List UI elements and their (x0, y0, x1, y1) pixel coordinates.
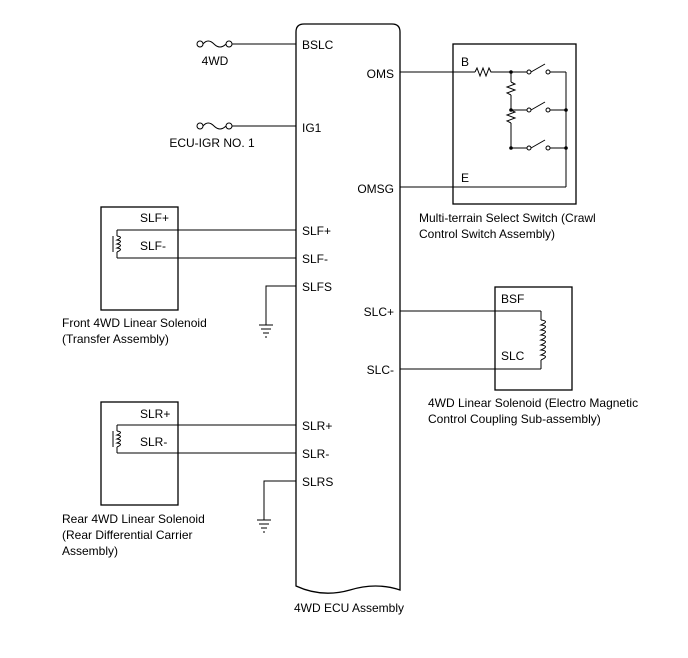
fuse-ecu-igr (196, 122, 296, 130)
select-switch-caption-2: Control Switch Assembly) (419, 227, 555, 241)
rear-solenoid-caption-1: Rear 4WD Linear Solenoid (62, 512, 205, 526)
ecu-pin-slr-minus: SLR- (302, 447, 329, 461)
front-solenoid-caption-2: (Transfer Assembly) (62, 332, 169, 346)
select-switch-circuit-icon (474, 63, 568, 187)
ecu-pin-slrs: SLRS (302, 475, 333, 489)
ecu-pin-slfs: SLFS (302, 280, 332, 294)
coupling-solenoid-caption-1: 4WD Linear Solenoid (Electro Magnetic (428, 396, 638, 410)
front-solenoid-terminal-minus: SLF- (140, 239, 166, 253)
ecu-pin-slc-minus: SLC- (367, 363, 394, 377)
rear-solenoid-terminal-plus: SLR+ (140, 407, 170, 421)
select-switch-terminal-e: E (461, 171, 469, 185)
select-switch-terminal-b: B (461, 55, 469, 69)
ground-slfs-icon (259, 285, 296, 338)
ecu-pin-ig1: IG1 (302, 121, 322, 135)
ecu-pin-slf-plus: SLF+ (302, 224, 331, 238)
ecu-pin-slc-plus: SLC+ (364, 305, 394, 319)
ecu-pin-bslc: BSLC (302, 38, 334, 52)
coupling-solenoid-coil-icon (495, 310, 546, 370)
ecu-pin-slf-minus: SLF- (302, 252, 328, 266)
select-switch-caption-1: Multi-terrain Select Switch (Crawl (419, 211, 596, 225)
front-solenoid-caption-1: Front 4WD Linear Solenoid (62, 316, 207, 330)
ecu-pin-oms: OMS (367, 67, 394, 81)
select-switch-box (452, 43, 577, 205)
ground-slrs-icon (257, 480, 296, 533)
rear-solenoid-terminal-minus: SLR- (140, 435, 167, 449)
front-solenoid-terminal-plus: SLF+ (140, 211, 169, 225)
coupling-solenoid-terminal-bsf: BSF (501, 292, 524, 306)
coupling-solenoid-terminal-slc: SLC (501, 349, 525, 363)
ecu-pin-omsg: OMSG (357, 182, 394, 196)
coupling-solenoid-box (494, 286, 573, 391)
front-solenoid-coil-icon (112, 229, 178, 259)
ecu-pin-slr-plus: SLR+ (302, 419, 332, 433)
rear-solenoid-coil-icon (112, 424, 178, 454)
fuse-4wd-label: 4WD (202, 54, 229, 68)
ecu-caption: 4WD ECU Assembly (294, 601, 404, 615)
rear-solenoid-caption-3: Assembly) (62, 544, 118, 558)
fuse-4wd (196, 40, 296, 48)
rear-solenoid-caption-2: (Rear Differential Carrier (62, 528, 192, 542)
coupling-solenoid-caption-2: Control Coupling Sub-assembly) (428, 412, 601, 426)
fuse-ecu-igr-label: ECU-IGR NO. 1 (169, 136, 255, 150)
